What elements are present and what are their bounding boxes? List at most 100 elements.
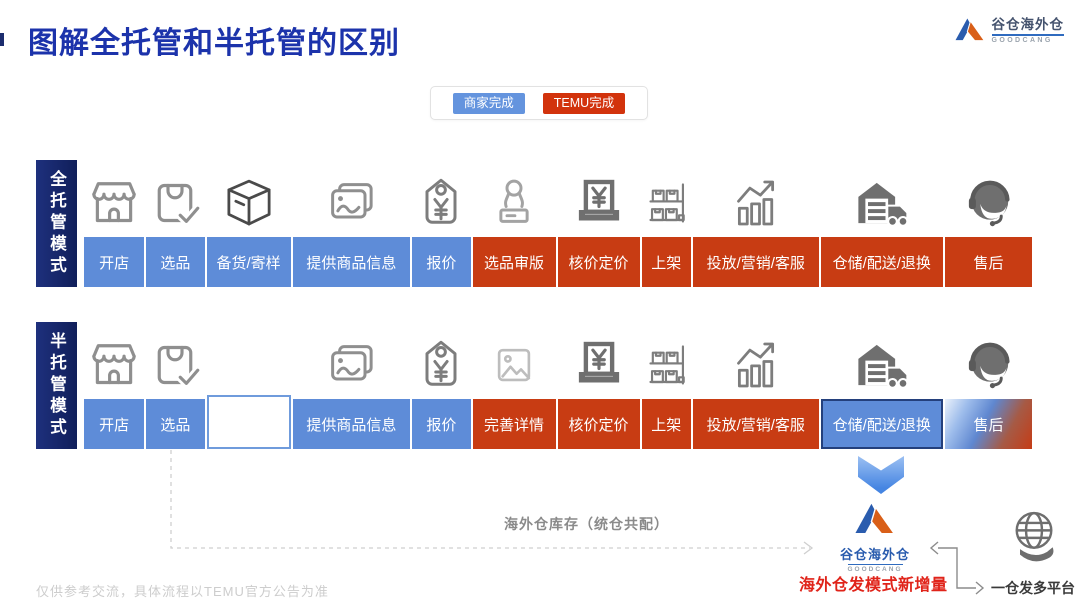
step-cell: 开店 <box>84 237 145 287</box>
step-cell: 售后 <box>945 237 1033 287</box>
flow-step <box>206 322 291 449</box>
shelf-icon <box>642 160 691 237</box>
stamp-icon <box>473 160 556 237</box>
flow-row-full-hosting: 全托管模式 开店 选品 备货/寄样 提供商品信息 报价 选品审版 核价定价 上架… <box>36 160 1033 287</box>
inventory-note: 海外仓库存（统仓共配） <box>504 516 669 532</box>
flow-step: 选品 <box>146 160 205 287</box>
row-label: 全托管模式 <box>47 169 66 278</box>
storefront-icon <box>84 322 144 399</box>
flow-step: 选品 <box>146 322 205 449</box>
step-cell-label: 售后 <box>973 254 1004 272</box>
price-tag-icon <box>412 322 470 399</box>
warehouse-truck-icon <box>821 160 944 237</box>
step-cell: 备货/寄样 <box>206 237 291 287</box>
step-cell: 核价定价 <box>557 237 640 287</box>
step-cell-label: 仓储/配送/退换 <box>832 254 931 272</box>
goodcang-logo-icon <box>953 14 987 49</box>
package-icon <box>207 160 291 237</box>
flow-step: 投放/营销/客服 <box>692 160 819 287</box>
step-cell-label: 核价定价 <box>568 254 629 272</box>
chart-trend-icon <box>693 160 819 237</box>
photos-icon <box>293 322 411 399</box>
flow-step: 提供商品信息 <box>292 322 411 449</box>
step-cell-label: 提供商品信息 <box>306 416 397 434</box>
step-cell: 报价 <box>412 399 471 449</box>
brand-name-en: GOODCANG <box>847 564 903 573</box>
step-cell-label: 提供商品信息 <box>306 254 397 272</box>
step-cell-label: 选品 <box>160 254 191 272</box>
step-cell: 仓储/配送/退换 <box>820 237 944 287</box>
step-cell: 核价定价 <box>557 399 640 449</box>
step-cell-label: 开店 <box>99 254 130 272</box>
flow-step: 售后 <box>945 160 1033 287</box>
highlight-label: 海外仓发模式新增量 <box>799 577 948 594</box>
flow-step: 仓储/配送/退换 <box>820 160 944 287</box>
row-label-bar-semi-hosting: 半托管模式 <box>36 322 77 449</box>
chart-trend-icon <box>693 322 819 399</box>
step-cell: 选品 <box>146 399 205 449</box>
step-cell-label: 核价定价 <box>568 416 629 434</box>
warehouse-truck-icon <box>821 322 944 399</box>
step-cell-label: 选品 <box>160 416 191 434</box>
flow-step: 完善详情 <box>472 322 556 449</box>
step-cell: 完善详情 <box>472 399 556 449</box>
headset-icon <box>945 160 1032 237</box>
page-title: 图解全托管和半托管的区别 <box>28 27 400 60</box>
step-cell-label: 报价 <box>426 416 457 434</box>
photos-icon <box>293 160 411 237</box>
step-cell: 选品 <box>146 237 205 287</box>
brand-logo-top: 谷仓海外仓 GOODCANG <box>953 14 1064 49</box>
flow-step: 开店 <box>84 160 145 287</box>
legend-temu-chip: TEMU完成 <box>542 92 626 114</box>
step-cell-label: 选品审版 <box>484 254 545 272</box>
multi-platform-label: 一仓发多平台 <box>991 580 1075 596</box>
corner-accent-mark <box>0 33 4 46</box>
price-tag-icon <box>412 160 470 237</box>
step-cell-label: 开店 <box>99 416 130 434</box>
storefront-icon <box>84 160 144 237</box>
image-icon <box>473 322 556 399</box>
step-cell-label: 仓储/配送/退换 <box>832 416 931 434</box>
step-cell-label: 上架 <box>651 254 682 272</box>
step-cell-label: 投放/营销/客服 <box>706 416 805 434</box>
step-cell: 开店 <box>84 399 145 449</box>
step-cell: 提供商品信息 <box>292 237 411 287</box>
steps-track: 开店 选品 备货/寄样 提供商品信息 报价 选品审版 核价定价 上架 投放/营销… <box>84 160 1033 287</box>
flow-step: 上架 <box>641 160 691 287</box>
shelf-icon <box>642 322 691 399</box>
step-cell: 上架 <box>641 399 691 449</box>
headset-icon <box>945 322 1032 399</box>
step-cell: 仓储/配送/退换 <box>820 399 944 449</box>
goodcang-logo-icon <box>852 498 898 543</box>
step-cell: 投放/营销/客服 <box>692 399 819 449</box>
flow-step: 选品审版 <box>472 160 556 287</box>
step-cell-label: 投放/营销/客服 <box>706 254 805 272</box>
flow-step: 售后 <box>945 322 1033 449</box>
step-cell: 提供商品信息 <box>292 399 411 449</box>
flow-step: 仓储/配送/退换 <box>820 322 944 449</box>
bag-check-icon <box>146 160 204 237</box>
flow-step: 投放/营销/客服 <box>692 322 819 449</box>
disclaimer-text: 仅供参考交流，具体流程以TEMU官方公告为准 <box>36 584 329 599</box>
step-cell: 投放/营销/客服 <box>692 237 819 287</box>
legend: 商家完成 TEMU完成 <box>430 86 648 120</box>
step-cell: 选品审版 <box>472 237 556 287</box>
bag-check-icon <box>146 322 204 399</box>
step-cell-label: 售后 <box>973 416 1004 434</box>
flow-step: 报价 <box>412 322 471 449</box>
brand-name-cn: 谷仓海外仓 <box>839 547 910 562</box>
brand-name-cn: 谷仓海外仓 GOODCANG <box>991 17 1064 45</box>
steps-track: 开店 选品 提供商品信息 报价 完善详情 核价定价 上架 投放/营销/客服 仓储… <box>84 322 1033 449</box>
cash-deposit-icon <box>558 322 640 399</box>
globe-hand-icon <box>1006 505 1062 567</box>
no-icon <box>207 322 291 398</box>
step-cell-label: 报价 <box>426 254 457 272</box>
step-cell <box>206 394 291 449</box>
brand-logo-bottom: 谷仓海外仓 GOODCANG <box>836 498 914 573</box>
legend-merchant-chip: 商家完成 <box>452 92 525 114</box>
flow-step: 核价定价 <box>557 322 640 449</box>
flow-row-semi-hosting: 半托管模式 开店 选品 提供商品信息 报价 完善详情 核价定价 上架 投放/营销… <box>36 322 1033 449</box>
step-cell: 售后 <box>945 399 1033 449</box>
step-cell-label: 完善详情 <box>484 416 545 434</box>
